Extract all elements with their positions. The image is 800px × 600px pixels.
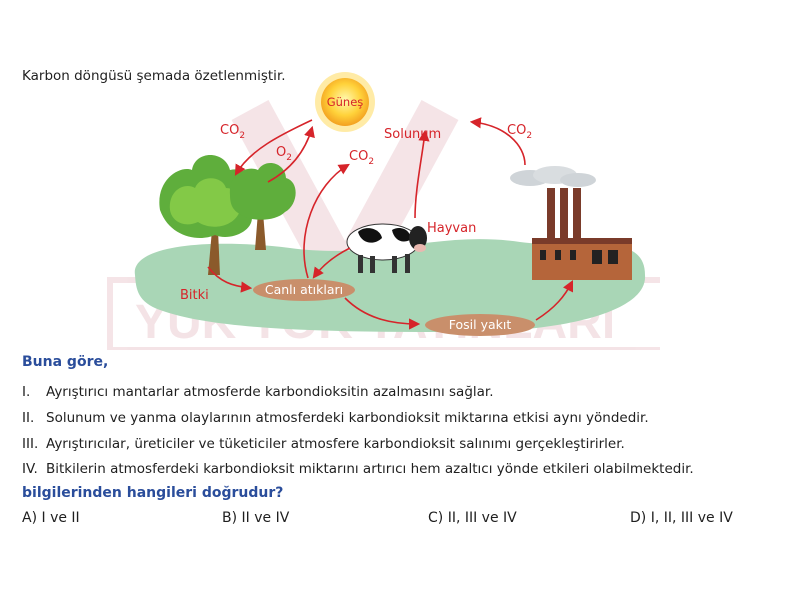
canli-atiklari-label: Canlı atıkları: [265, 282, 343, 297]
tree-icon: [159, 155, 254, 275]
statement-text: Bitkilerin atmosferdeki karbondioksit mi…: [46, 461, 694, 477]
fosil-yakit-label: Fosil yakıt: [449, 317, 512, 332]
option-a[interactable]: A) I ve II: [22, 510, 80, 526]
tree-icon: [229, 163, 296, 250]
arrow-cow-to-solunum: [414, 129, 430, 219]
arrow-cow-to-waste: [312, 247, 351, 279]
statement-2: II. Solunum ve yanma olaylarının atmosfer…: [22, 410, 649, 426]
sun-label: Güneş: [327, 95, 364, 109]
intro-text: Karbon döngüsü şemada özetlenmiştir.: [22, 68, 286, 84]
arrow-sun-to-trees: [234, 119, 313, 176]
statement-text: Solunum ve yanma olaylarının atmosferdek…: [46, 410, 649, 426]
canli-atiklari-pill: [253, 279, 355, 301]
factory-icon: [510, 166, 632, 280]
arrow-tree-to-waste: [207, 266, 253, 293]
arrow-waste-to-air: [303, 163, 350, 279]
arrow-fossil-to-factory: [535, 279, 574, 321]
option-b[interactable]: B) II ve IV: [222, 510, 290, 526]
bitki-label: Bitki: [180, 288, 209, 303]
hayvan-label: Hayvan: [427, 221, 476, 236]
arrow-trees-to-sun: [267, 125, 315, 183]
option-d[interactable]: D) I, II, III ve IV: [630, 510, 733, 526]
statement-text: Ayrıştırıcı mantarlar atmosferde karbond…: [46, 384, 494, 400]
statement-text: Ayrıştırıcılar, üreticiler ve tüketicile…: [46, 436, 625, 452]
co2-label-right: CO2: [507, 123, 532, 141]
arrow-factory-to-air: [469, 117, 526, 166]
statement-3: III. Ayrıştırıcılar, üreticiler ve tüketi…: [22, 436, 625, 452]
solunum-label: Solunum: [384, 127, 441, 142]
co2-label-left: CO2: [220, 123, 245, 141]
sun-icon: Güneş: [315, 72, 375, 132]
statement-number: I.: [22, 384, 31, 400]
statement-number: II.: [22, 410, 35, 426]
o2-label: O2: [276, 145, 292, 163]
question-tail: bilgilerinden hangileri doğrudur?: [22, 485, 284, 501]
statement-number: IV.: [22, 461, 38, 477]
option-c[interactable]: C) II, III ve IV: [428, 510, 517, 526]
statement-4: IV. Bitkilerin atmosferdeki karbondioksit…: [22, 461, 694, 477]
question-lead: Buna göre,: [22, 354, 109, 370]
ground: [134, 239, 646, 332]
statement-1: I. Ayrıştırıcı mantarlar atmosferde karbo…: [22, 384, 494, 400]
arrow-waste-to-fossil: [344, 297, 421, 330]
statement-number: III.: [22, 436, 39, 452]
co2-label-mid: CO2: [349, 149, 374, 167]
cow-icon: [346, 223, 427, 273]
carbon-cycle-diagram: YÜK YOK YAYINLARI Güneş: [107, 72, 660, 350]
fosil-yakit-pill: [425, 314, 535, 336]
